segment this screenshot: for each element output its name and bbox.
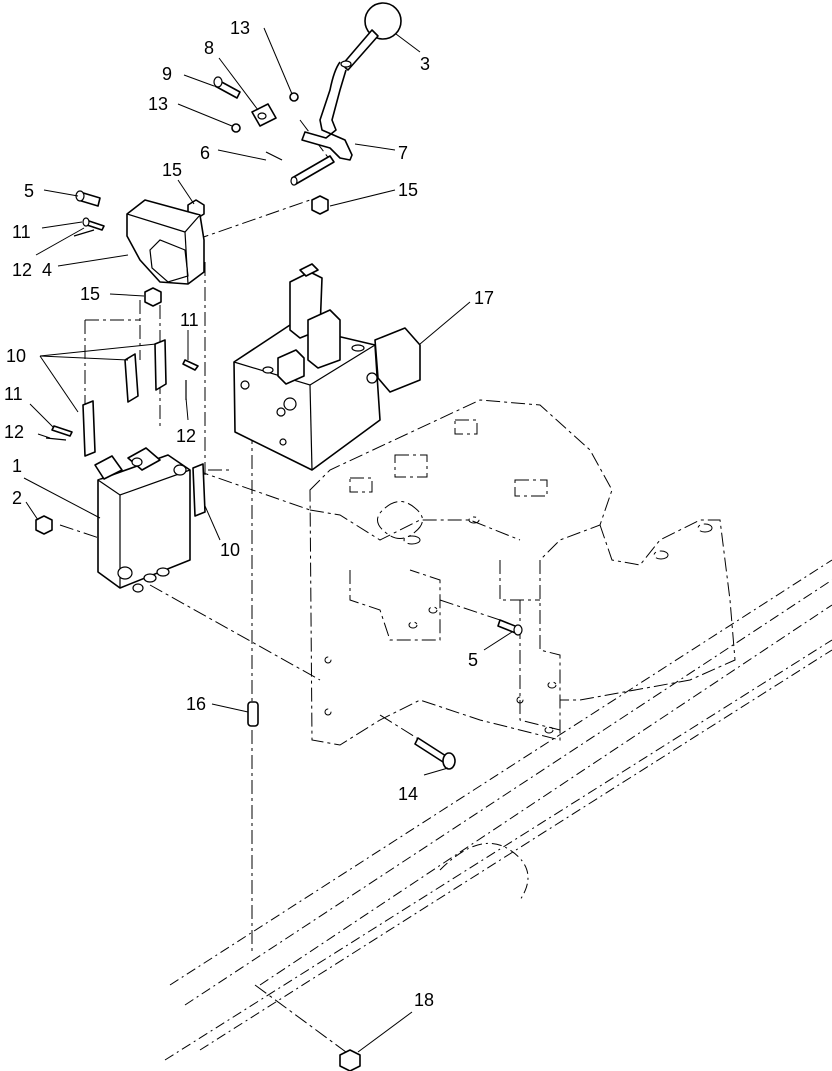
callout-11-lower: 11 xyxy=(4,384,23,404)
callout-15-right: 15 xyxy=(398,180,418,200)
callout-11-upper: 11 xyxy=(12,222,31,242)
callout-2: 2 xyxy=(12,488,22,508)
part-6-pivot-pin xyxy=(265,151,335,186)
mount-bracket xyxy=(309,399,736,746)
part-12-cotter-lower xyxy=(45,437,67,441)
part-15-nut-b xyxy=(311,195,329,215)
callout-5-lower: 5 xyxy=(468,650,478,670)
part-10-link-d xyxy=(192,463,206,517)
callout-14: 14 xyxy=(398,784,418,804)
part-4-lever-bracket xyxy=(126,199,205,285)
part-11-pin-upper xyxy=(82,217,105,231)
callout-12-upper: 12 xyxy=(12,260,32,280)
part-9-screw xyxy=(213,76,241,99)
callout-3: 3 xyxy=(420,54,430,74)
part-13-washer-a xyxy=(289,92,299,102)
callout-18: 18 xyxy=(414,990,434,1010)
callout-12-lower: 12 xyxy=(4,422,24,442)
part-11-pin-lower xyxy=(51,425,73,437)
callout-1: 1 xyxy=(12,456,22,476)
part-2-nut xyxy=(35,515,53,535)
callout-4: 4 xyxy=(42,260,52,280)
part-3-knob xyxy=(364,2,402,40)
callout-16: 16 xyxy=(186,694,206,714)
callout-8: 8 xyxy=(204,38,214,58)
part-12-cotter-upper xyxy=(73,229,95,237)
part-10-link-a xyxy=(124,353,139,403)
callout-10-right: 10 xyxy=(220,540,240,560)
part-11-pin-mid xyxy=(182,359,199,371)
part-5-bolt-lower xyxy=(497,619,523,636)
part-7-lever-handle xyxy=(301,29,379,161)
callout-7: 7 xyxy=(398,143,408,163)
part-5-bolt-upper xyxy=(75,190,101,207)
part-17-manifold-block xyxy=(233,263,421,471)
leader-lines xyxy=(23,27,513,1053)
callout-13-upper: 13 xyxy=(230,18,250,38)
callout-10-left: 10 xyxy=(6,346,26,366)
alignment-lines xyxy=(59,119,501,1056)
part-1-control-valve xyxy=(94,447,191,593)
part-15-nut-c xyxy=(144,287,162,307)
callout-6: 6 xyxy=(200,143,210,163)
callout-11-mid: 11 xyxy=(180,310,199,330)
callout-9: 9 xyxy=(162,64,172,84)
callout-17: 17 xyxy=(474,288,494,308)
part-10-link-b xyxy=(154,339,167,391)
callout-15-lower: 15 xyxy=(80,284,100,304)
callout-labels: 1 2 3 4 5 5 6 7 8 9 10 10 11 11 11 12 12… xyxy=(4,18,494,1010)
part-10-link-c xyxy=(82,400,96,457)
callout-12-mid: 12 xyxy=(176,426,196,446)
callout-15-upper: 15 xyxy=(162,160,182,180)
part-18-nut xyxy=(339,1049,361,1071)
part-16-spacer xyxy=(247,701,259,727)
frame-rail xyxy=(164,559,832,1061)
part-14-bolt xyxy=(414,737,456,770)
callout-13-lower: 13 xyxy=(148,94,168,114)
part-13-washer-b xyxy=(231,123,241,133)
callout-5-upper: 5 xyxy=(24,181,34,201)
